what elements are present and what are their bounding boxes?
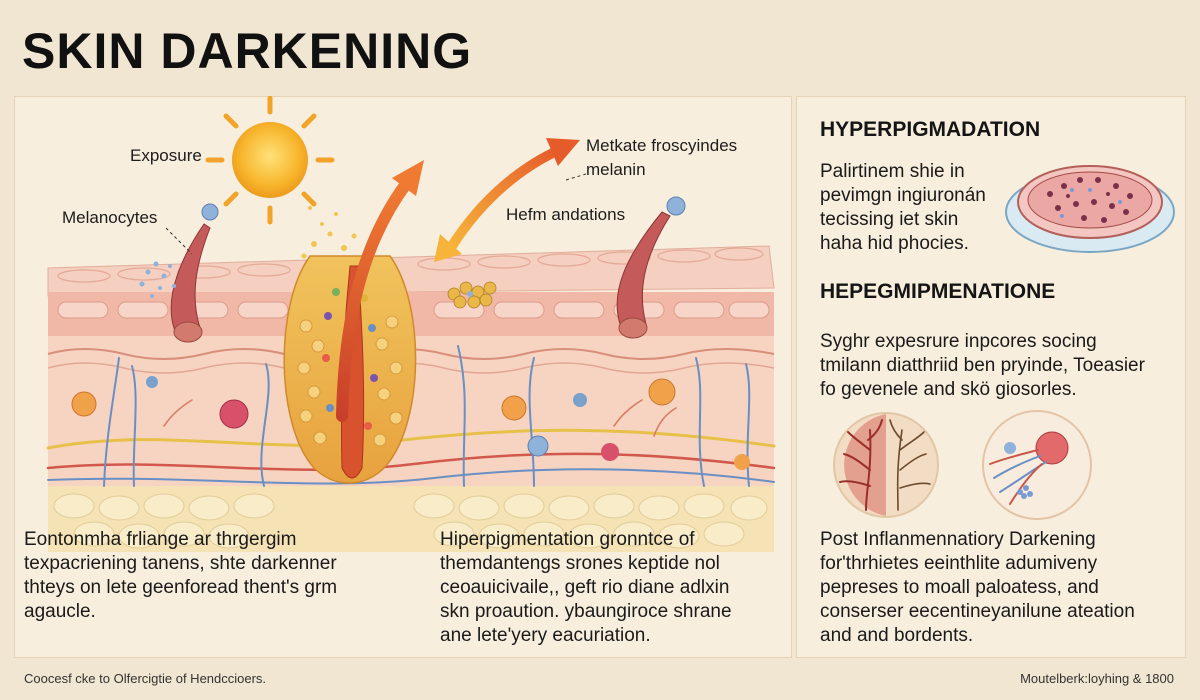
label-melanocytes: Melanocytes [62, 208, 158, 227]
section3-line: pepreses to moall paloatess, and [820, 577, 1099, 598]
surface-cells [57, 247, 764, 283]
section2-body: Syghr expesrure inpcores socing tmilann … [820, 330, 1145, 402]
section3-line: for'thrhietes eeinthlite adumiveny [820, 553, 1098, 574]
skin-cross-section-diagram [46, 96, 776, 552]
section2-line: Syghr expesrure inpcores socing [820, 331, 1097, 352]
footer-right: Moutelberk:loyhing & 1800 [1020, 671, 1174, 686]
pigmented-cell-illustration [1005, 165, 1175, 253]
label-melanin-line2: melanin [586, 160, 646, 179]
sun-icon [205, 96, 335, 225]
double-arrow [434, 138, 580, 262]
caption-left-line: texpacriening tanens, shte darkenner [24, 553, 337, 574]
section1-line: haha hid phocies. [820, 233, 969, 254]
caption-left-line: Eontonmha frliange ar thrgergim [24, 529, 297, 550]
section3-body: Post Inflanmennatiory Darkening for'thrh… [820, 528, 1135, 648]
section3-line: and and bordents. [820, 625, 974, 646]
vessel-network-illustration [833, 412, 939, 518]
caption-middle-line: Hiperpigmentation gronntce of [440, 529, 695, 550]
section1-line: pevimgn ingiuronán [820, 185, 986, 206]
fat-cells [53, 493, 768, 549]
section1-line: tecissing iet skin [820, 209, 959, 230]
hair-follicle-left [170, 203, 219, 343]
label-exposure: Exposure [130, 146, 202, 165]
dermis-cells [71, 376, 750, 470]
footer-left: Coocesf cke to Olfercigtie of Hendccioer… [24, 671, 267, 686]
leader-lines [165, 173, 587, 255]
section2-line: fo gevenele and skö giosorles. [820, 379, 1077, 400]
caption-left-line: agaucle. [24, 601, 96, 622]
curved-arrow-up [336, 160, 424, 422]
caption-left: Eontonmha frliange ar thrgergim texpacri… [24, 528, 337, 624]
inflammation-illustration [982, 410, 1092, 520]
nerve-fibers [103, 345, 751, 487]
melanin-particles [301, 206, 357, 259]
section1-body: Palirtinem shie in pevimgn ingiuronán te… [820, 160, 986, 256]
epidermis-cells [57, 301, 770, 319]
section3-line: Post Inflanmennatiory Darkening [820, 529, 1096, 550]
caption-middle-line: themdantengs srones keptide nol [440, 553, 720, 574]
section2-line: tmilann diatthriid ben pryinde, Toeasier [820, 355, 1145, 376]
caption-middle-line: ceoauicivaile,, geft rio diane adlxin [440, 577, 730, 598]
pigment-cluster [447, 281, 497, 309]
caption-middle-line: skn proaution. ybaungiroce shrane [440, 601, 732, 622]
section2-heading: HEPEGMIPMENATIONE [820, 280, 1056, 303]
section1-line: Palirtinem shie in [820, 161, 965, 182]
caption-middle-line: ane lete'yery eacuriation. [440, 625, 651, 646]
caption-left-line: thteys on lete geenforead thent's grm [24, 577, 338, 598]
melanocyte-cluster [139, 261, 176, 298]
section1-heading: HYPERPIGMADATION [820, 118, 1041, 141]
page-title: SKIN DARKENING [22, 23, 473, 79]
section3-line: conserser eecentineyanilune ateation [820, 601, 1135, 622]
label-melanin-line1: Metkate froscyindes [586, 136, 738, 155]
label-formations: Hefm andations [506, 205, 626, 224]
hair-follicle-right [616, 196, 686, 339]
vessel-branches [163, 399, 677, 437]
caption-middle: Hiperpigmentation gronntce of themdanten… [440, 528, 732, 648]
